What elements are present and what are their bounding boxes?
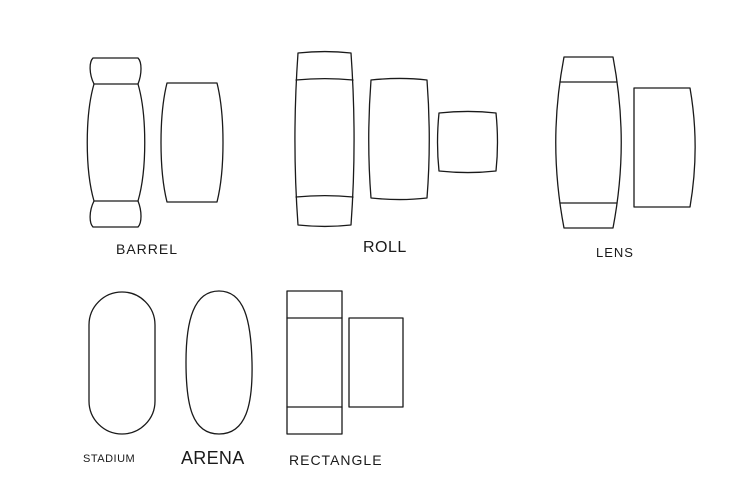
- roll-shape-group: [294, 50, 499, 228]
- stadium-label: STADIUM: [83, 453, 136, 465]
- barrel-label: BARREL: [116, 241, 179, 257]
- stadium-body: [88, 291, 156, 435]
- lens-shape-group: [555, 56, 696, 229]
- barrel-body-side: [160, 82, 224, 203]
- arena-shape-group: [185, 290, 253, 435]
- barrel-band-bottom: [89, 200, 142, 228]
- lens-body-side: [633, 87, 696, 208]
- arena-label: ARENA: [181, 448, 245, 468]
- lens-body-front: [555, 56, 622, 229]
- rectangle-body-front: [286, 290, 343, 435]
- roll-body-top: [436, 110, 499, 174]
- roll-band-bottom: [295, 194, 354, 198]
- barrel-body-front: [86, 83, 146, 202]
- barrel-band-top: [89, 57, 142, 85]
- rectangle-body-side: [348, 317, 404, 408]
- roll-body-front: [294, 50, 355, 228]
- roll-body-side: [368, 77, 430, 201]
- roll-label: ROLL: [363, 239, 407, 256]
- barrel-shape-group: [86, 57, 224, 228]
- stadium-shape-group: [88, 291, 156, 435]
- rectangle-shape-group: [286, 290, 404, 435]
- rectangle-label: RECTANGLE: [289, 452, 383, 468]
- roll-band-top: [295, 77, 354, 81]
- lens-label: LENS: [596, 245, 634, 260]
- arena-body: [185, 290, 253, 435]
